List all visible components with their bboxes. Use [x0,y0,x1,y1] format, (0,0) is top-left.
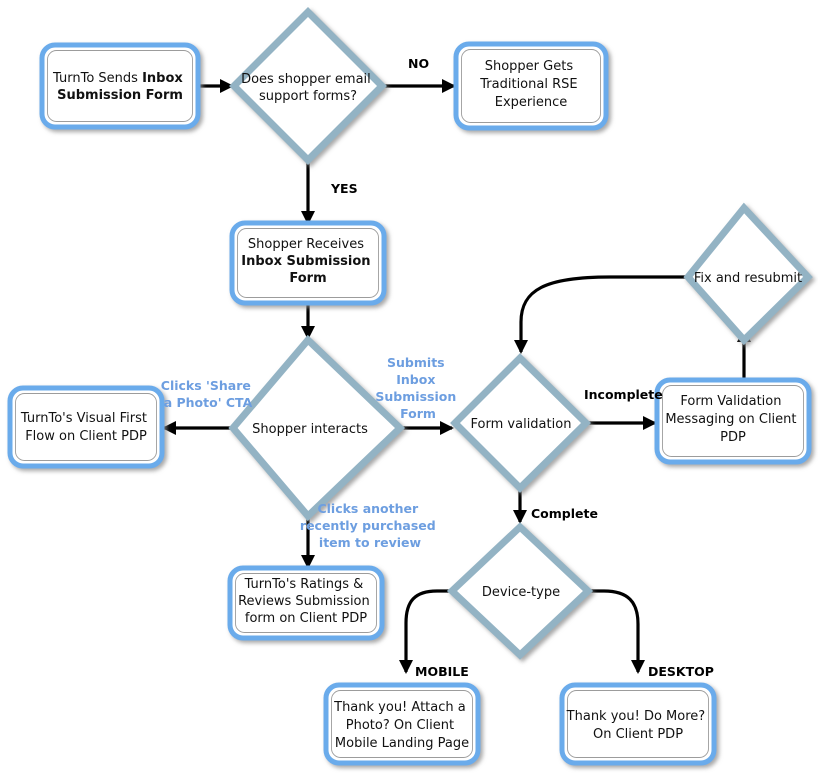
node-visual-first-flow-label: TurnTo's Visual First Flow on Client PDP [20,411,151,444]
node-does-shopper-email-label: Does shopper email support forms? [241,72,375,104]
edge-label-complete: Complete [531,506,598,521]
node-fix-and-resubmit[interactable]: Fix and resubmit [683,202,813,346]
edge-label-desktop: DESKTOP [648,664,714,679]
edge-labels: NO YES Incomplete Complete MOBILE DESKTO… [161,56,714,679]
node-form-validation-messaging-label: Form Validation Messaging on Client PDP [665,394,800,445]
node-ratings-reviews-form[interactable]: TurnTo's Ratings & Reviews Submission fo… [227,565,385,641]
node-ratings-reviews-form-label: TurnTo's Ratings & Reviews Submission fo… [238,577,374,626]
node-turnto-sends[interactable]: TurnTo Sends Inbox Submission Form [39,42,201,130]
edge-label-no: NO [408,56,429,71]
node-form-validation-label: Form validation [471,417,572,432]
edge-label-yes: YES [330,181,358,196]
node-does-shopper-email[interactable]: Does shopper email support forms? [229,7,387,165]
node-thank-you-desktop[interactable]: Thank you! Do More? On Client PDP [559,682,717,766]
node-thank-you-mobile[interactable]: Thank you! Attach a Photo? On Client Mob… [323,682,481,766]
node-form-validation-messaging[interactable]: Form Validation Messaging on Client PDP [654,377,812,465]
edge-device-type-to-mobile [398,589,452,674]
node-thank-you-desktop-label: Thank you! Do More? On Client PDP [566,709,710,742]
edge-device-type-to-desktop [588,589,646,674]
edge-fix-resubmit-to-form-validation [513,275,688,354]
edge-label-submits-inbox-form: Submits Inbox Submission Form [375,355,460,421]
edges [162,78,752,674]
node-shopper-gets-rse-label: Shopper Gets Traditional RSE Experience [479,59,581,110]
node-shopper-interacts[interactable]: Shopper interacts [228,334,406,522]
node-thank-you-mobile-label: Thank you! Attach a Photo? On Client Mob… [333,700,470,751]
node-visual-first-flow[interactable]: TurnTo's Visual First Flow on Client PDP [7,385,165,469]
node-fix-and-resubmit-label: Fix and resubmit [694,271,802,286]
node-shopper-receives-label: Shopper Receives Inbox Submission Form [241,237,374,286]
node-shopper-receives[interactable]: Shopper Receives Inbox Submission Form [229,220,387,306]
node-device-type-label: Device-type [482,585,560,600]
edge-label-clicks-another-item: Clicks another recently purchased item t… [300,501,440,550]
edge-label-incomplete: Incomplete [584,387,663,402]
edge-label-mobile: MOBILE [415,664,469,679]
node-turnto-sends-label: TurnTo Sends Inbox Submission Form [52,71,187,103]
node-device-type[interactable]: Device-type [446,522,594,660]
edge-label-clicks-share-photo: Clicks 'Share a Photo' CTA [161,378,255,410]
node-shopper-gets-rse[interactable]: Shopper Gets Traditional RSE Experience [453,41,609,131]
node-form-validation[interactable]: Form validation [450,353,591,493]
node-shopper-interacts-label: Shopper interacts [252,422,368,437]
